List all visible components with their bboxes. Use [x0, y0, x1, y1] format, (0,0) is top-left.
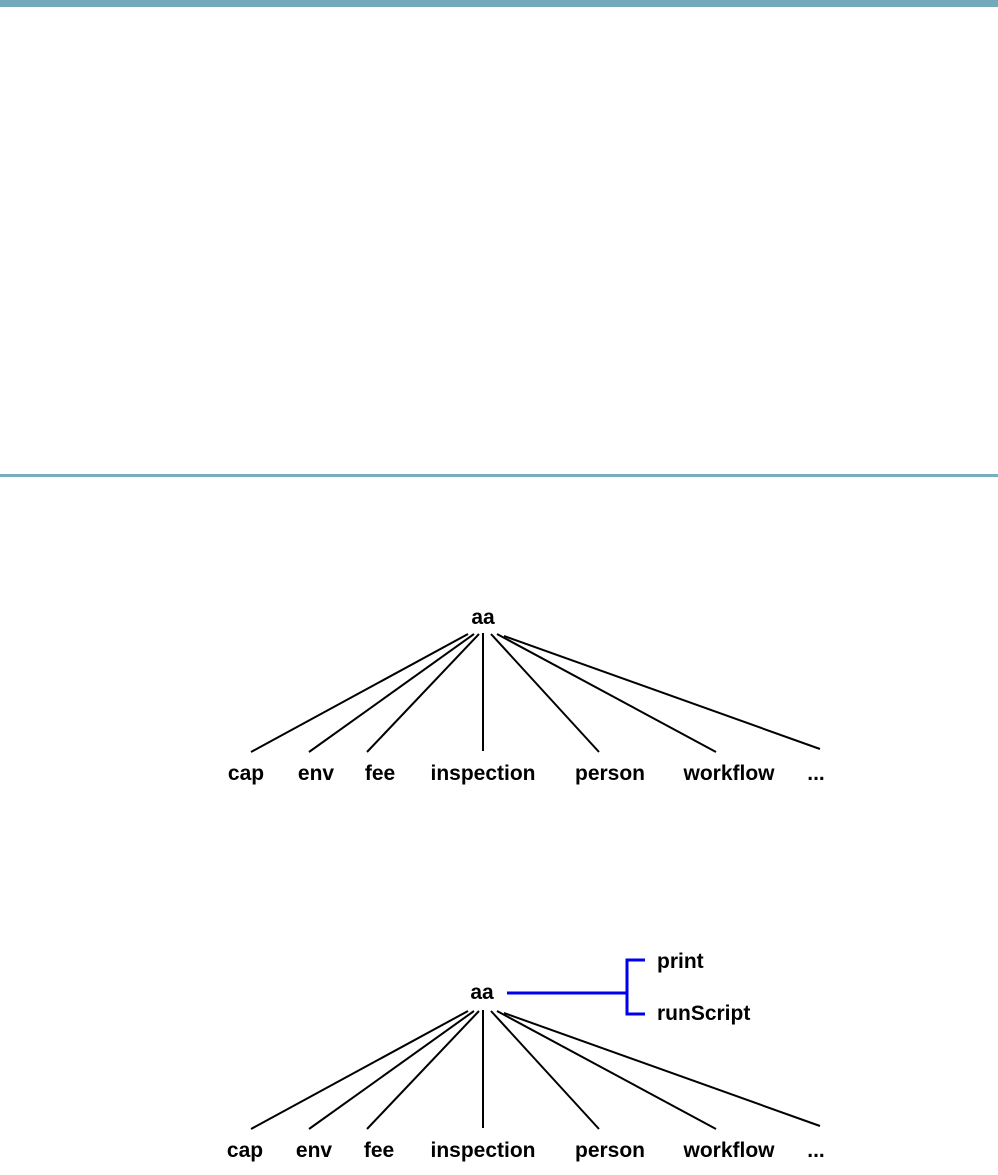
- tree2-edge-more: [503, 1012, 821, 1127]
- tree1-node-label-env: env: [297, 762, 335, 785]
- tree1-node-label-person: person: [574, 762, 646, 785]
- tree1-node-label-fee: fee: [364, 762, 396, 785]
- tree2-edge-cap: [250, 1010, 469, 1130]
- tree1-edge-fee: [366, 633, 480, 753]
- tree2-edge-fee: [366, 1010, 480, 1130]
- tree1-edges: [250, 633, 821, 753]
- tree1-node-label-inspection: inspection: [430, 762, 536, 785]
- tree1-root-label: aa: [471, 606, 495, 629]
- tree1-node-label-cap: cap: [227, 762, 265, 785]
- tree1-edge-cap: [250, 633, 469, 753]
- tree2-node-label-person: person: [574, 1139, 646, 1162]
- tree2-edge-workflow: [496, 1010, 717, 1130]
- top-accent-bar: [0, 0, 998, 7]
- tree2-node-label-more: ...: [807, 1139, 825, 1162]
- tree2-node-label-cap: cap: [226, 1139, 264, 1162]
- tree1-edge-person: [490, 633, 600, 753]
- tree2-node-label-fee: fee: [363, 1139, 395, 1162]
- tree2-bracket-brace: [625, 958, 645, 1016]
- tree1-node-label-more: ...: [807, 762, 825, 785]
- tree2-node-label-inspection: inspection: [430, 1139, 536, 1162]
- tree2-bracket-label-runscript: runScript: [657, 1002, 751, 1025]
- tree1-edge-workflow: [496, 633, 717, 753]
- tree1-edge-more: [503, 635, 821, 750]
- tree2-node-label-workflow: workflow: [683, 1139, 775, 1162]
- tree2-edges: [250, 1010, 821, 1130]
- tree2-edge-person: [490, 1010, 600, 1130]
- tree2-edge-env: [308, 1010, 475, 1130]
- tree2-node-label-env: env: [295, 1139, 333, 1162]
- tree2-bracket-label-print: print: [657, 950, 704, 973]
- tree2-bracket: [507, 958, 645, 1016]
- tree2-root-label: aa: [470, 981, 494, 1004]
- tree1-node-label-workflow: workflow: [683, 762, 775, 785]
- tree1-edge-env: [308, 633, 475, 753]
- section-divider-rule: [0, 474, 998, 477]
